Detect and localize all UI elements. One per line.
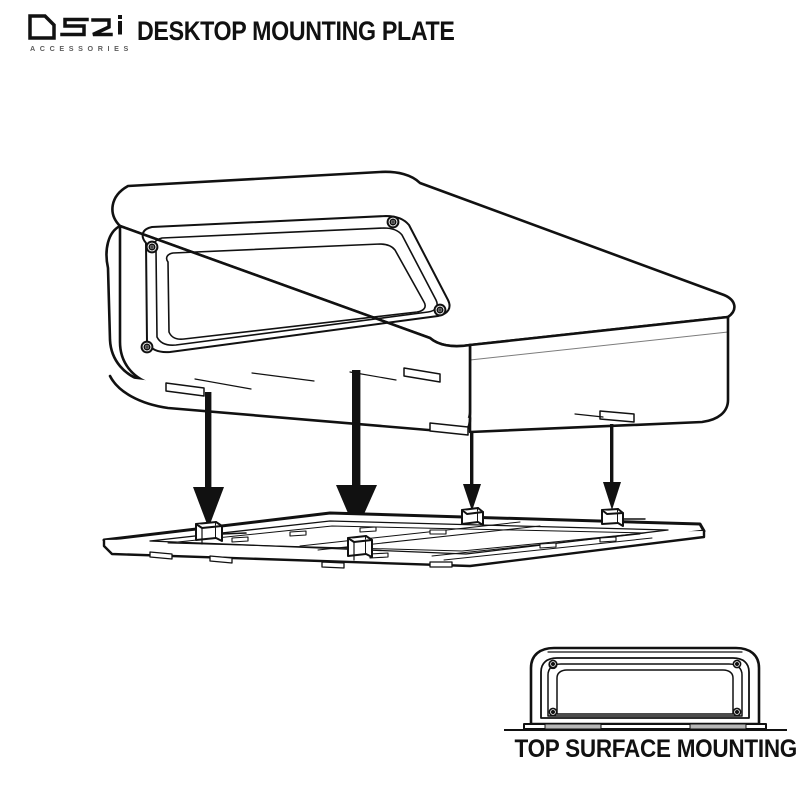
- assembly-arrows: [193, 370, 621, 532]
- mounting-clip-icon-3: [461, 507, 484, 526]
- brand-logo: ACCESSORIES: [28, 14, 128, 58]
- arrow-2: [336, 370, 377, 532]
- inset-divider-rule: [504, 729, 787, 731]
- ds2i-logo-icon: [28, 14, 122, 40]
- inset-front-view: [523, 646, 767, 730]
- mounting-slot-2: [403, 367, 441, 383]
- mounting-plate: [102, 507, 706, 569]
- brand-subtitle: ACCESSORIES: [30, 44, 133, 53]
- screw-icon-top-right: [386, 215, 400, 229]
- mounting-slot-3: [429, 422, 469, 436]
- mounting-slot-1: [165, 382, 205, 397]
- arrow-3: [463, 432, 481, 511]
- mounting-clip-icon-2: [347, 535, 373, 561]
- mounting-clip-icon-1: [195, 521, 247, 545]
- inset-screws: [548, 659, 742, 717]
- arrow-4: [603, 424, 621, 510]
- page-header: ACCESSORIES DESKTOP MOUNTING PLATE: [0, 0, 800, 70]
- arrow-1: [193, 392, 224, 528]
- inset-caption: TOP SURFACE MOUNTING: [514, 735, 798, 763]
- page-title: DESKTOP MOUNTING PLATE: [137, 16, 455, 46]
- mounting-clip-icon-4: [601, 508, 646, 527]
- screw-icon-bottom-left: [140, 340, 154, 354]
- device-enclosure: [105, 170, 736, 436]
- screw-icon-bottom-right: [433, 303, 447, 317]
- screw-icon-top-left: [145, 240, 159, 254]
